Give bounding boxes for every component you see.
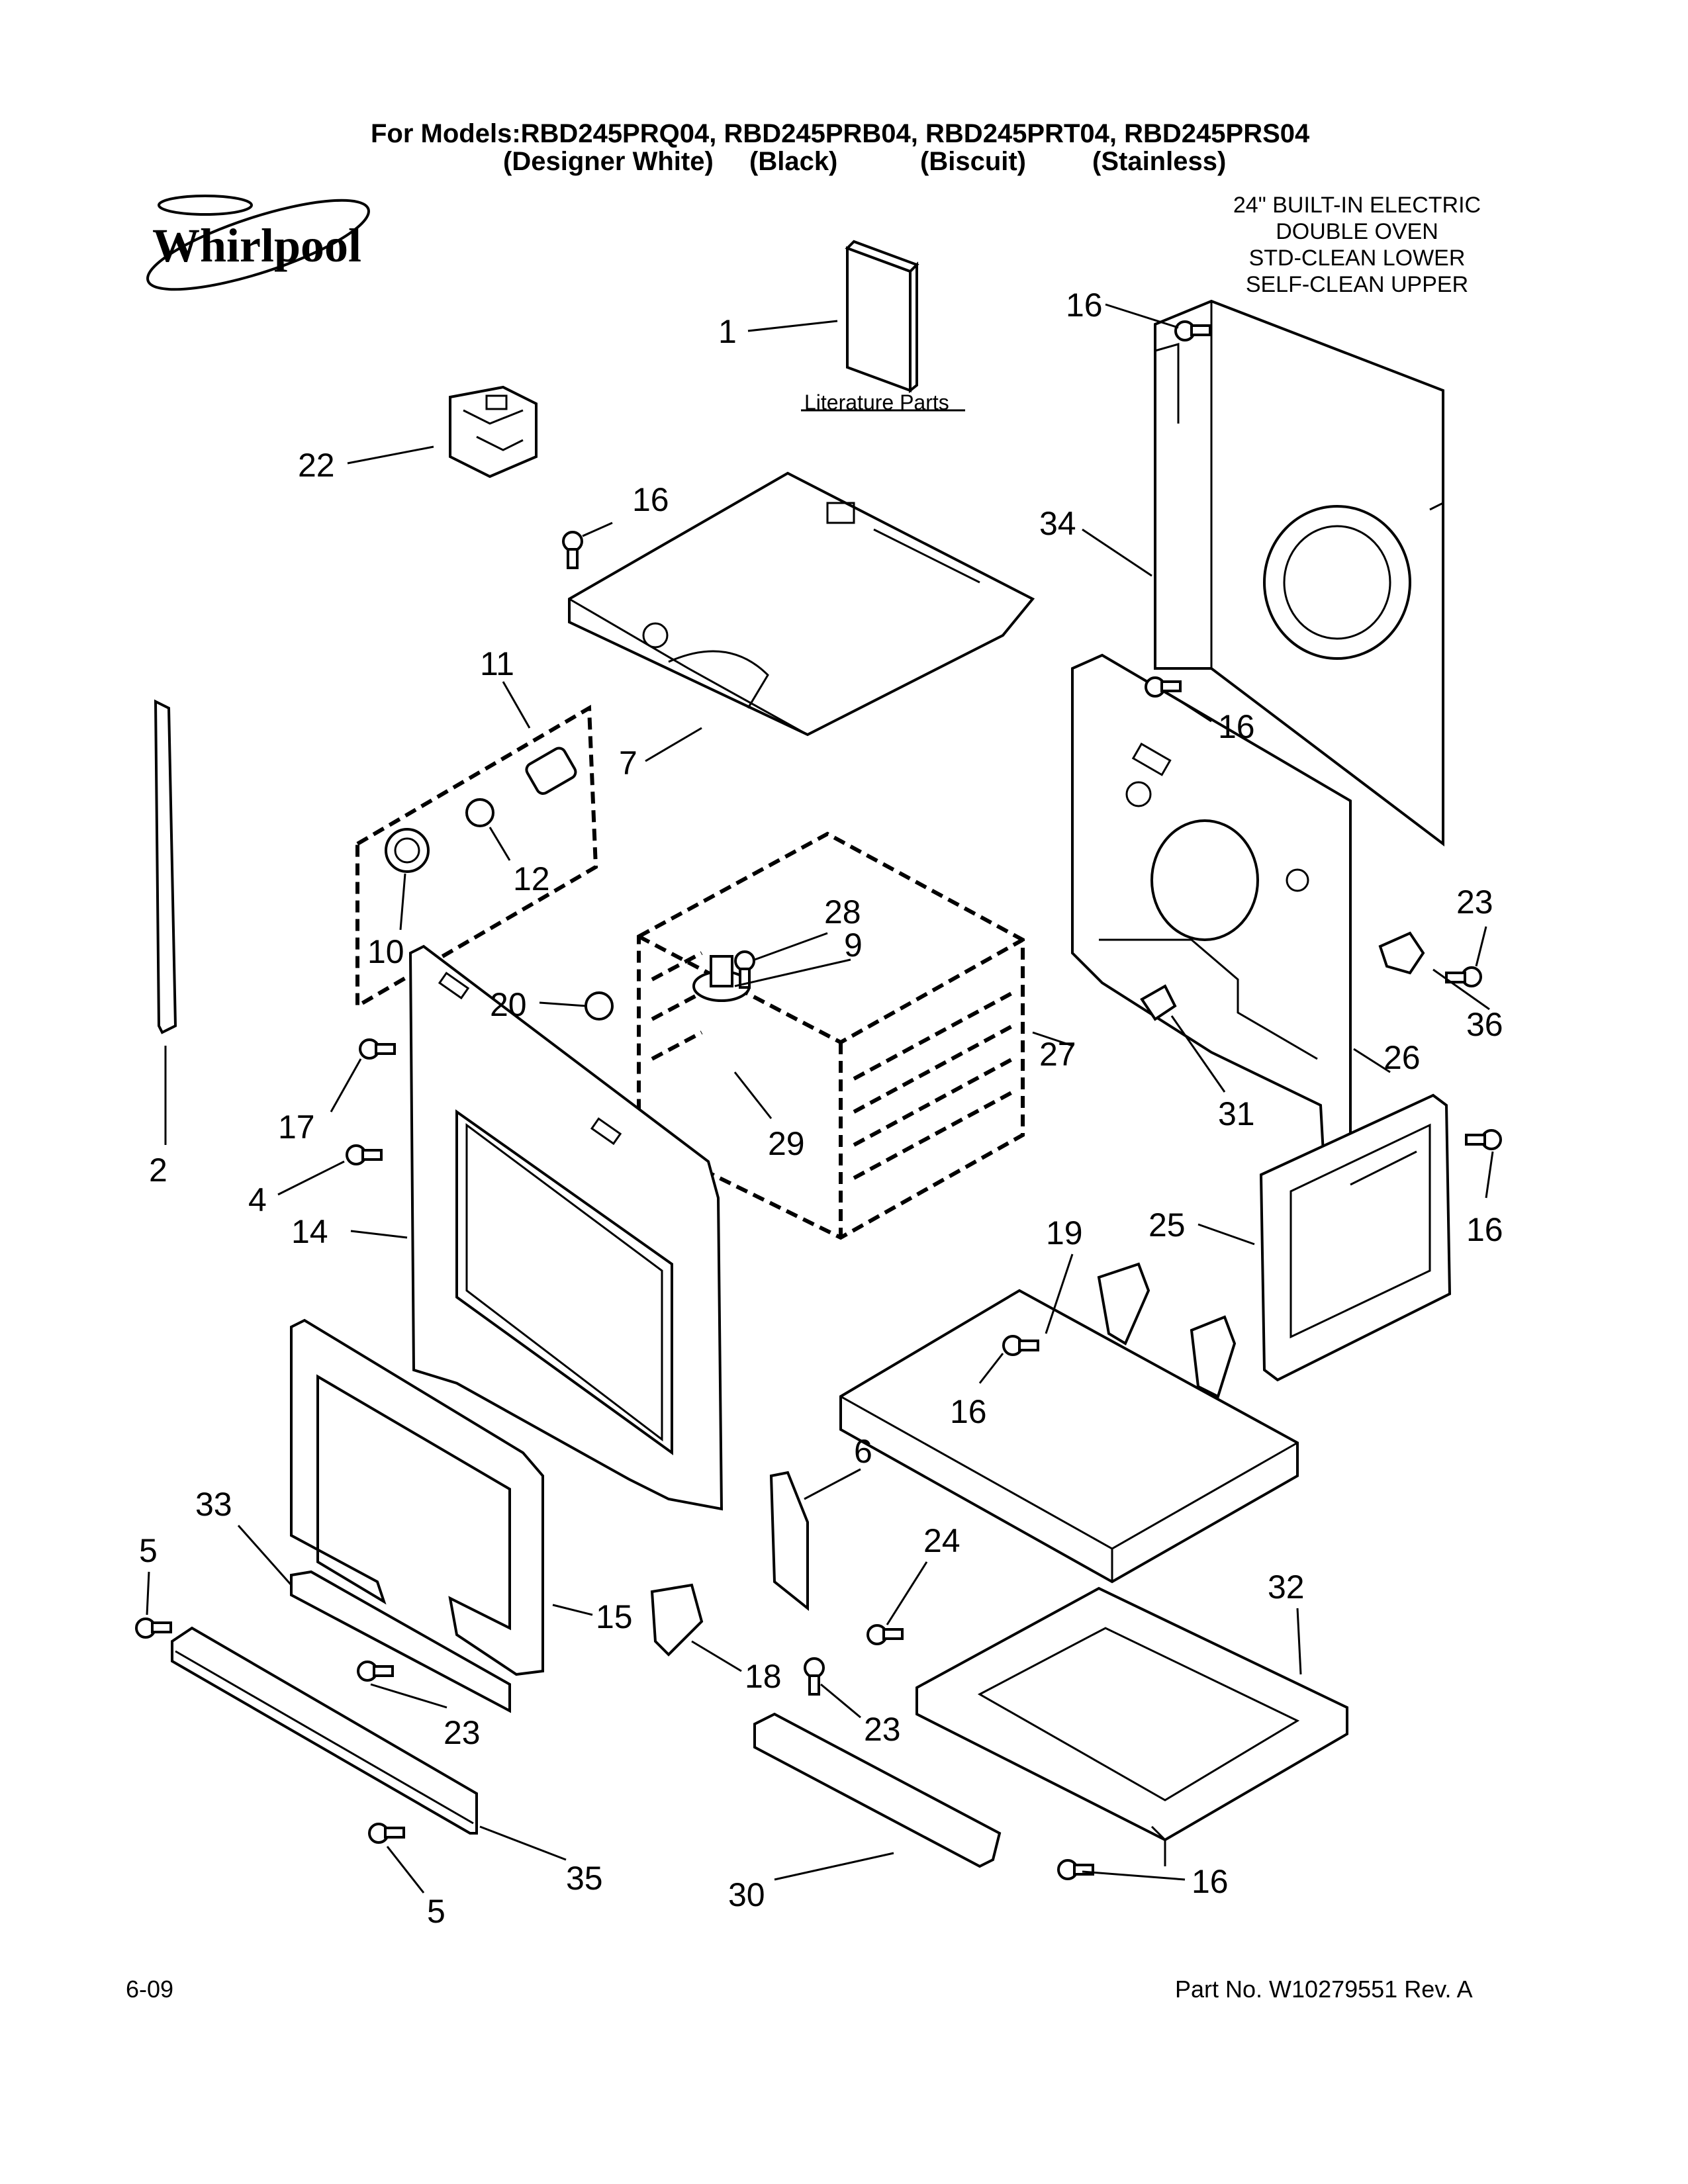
side-panel-part-25	[1259, 1093, 1452, 1382]
callout-label: 19	[1046, 1214, 1083, 1251]
callout-label: 16	[950, 1393, 987, 1430]
callout-label: 7	[619, 745, 637, 782]
logo-wordmark: Whirlpool	[152, 219, 362, 272]
bracket-part-6	[769, 1471, 809, 1612]
literature-parts-label: Literature Parts	[804, 390, 949, 414]
product-info: 24" BUILT-IN ELECTRIC DOUBLE OVEN STD-CL…	[1211, 192, 1503, 298]
top-panel-part-7	[568, 471, 1035, 737]
screw-icon	[135, 1617, 172, 1639]
callout-label: 28	[824, 893, 861, 931]
oven-cavity-part-27	[637, 831, 1025, 1240]
callout-label: 24	[923, 1522, 961, 1559]
leader-lines	[146, 303, 1494, 1893]
callout-label: 32	[1268, 1569, 1305, 1606]
knob-part-12	[465, 798, 494, 827]
screw-icon	[562, 531, 583, 569]
callout-label: 36	[1466, 1006, 1503, 1043]
callout-label: 16	[1218, 708, 1255, 745]
callout-label: 20	[490, 986, 527, 1023]
callout-label: 16	[1192, 1863, 1229, 1900]
bottom-tray-part-32	[915, 1586, 1348, 1866]
color-biscuit: (Biscuit)	[920, 147, 1026, 176]
screw-icon	[368, 1823, 405, 1844]
callout-label: 4	[248, 1181, 267, 1218]
callout-label: 18	[745, 1658, 782, 1695]
screw-icon	[1174, 320, 1211, 341]
color-stainless: (Stainless)	[1092, 147, 1227, 176]
screw-icon	[867, 1624, 904, 1645]
gasket-strip-part-2	[154, 699, 177, 1034]
rear-liner-part-26	[1071, 653, 1352, 1167]
product-info-line: 24" BUILT-IN ELECTRIC	[1233, 193, 1481, 218]
color-black: (Black)	[749, 147, 838, 176]
callout-label: 23	[1456, 884, 1493, 921]
plug-part-20	[585, 991, 614, 1021]
screw-icon	[1145, 676, 1182, 698]
callout-label: 27	[1039, 1036, 1076, 1073]
callout-label: 6	[854, 1433, 872, 1470]
bracket-part-36	[1378, 931, 1425, 975]
callout-label: 5	[139, 1532, 158, 1569]
logo-swoosh-icon	[146, 195, 370, 291]
callout-label: 35	[566, 1860, 603, 1897]
product-info-line: STD-CLEAN LOWER	[1248, 246, 1466, 271]
product-info-line: DOUBLE OVEN	[1276, 219, 1438, 244]
revision-date: 6-09	[126, 1976, 174, 2003]
callout-numbers: 1 16 22 16 34 11 7 16 12 10 28 9 23 36 2…	[139, 287, 1503, 1930]
callout-label: 23	[864, 1711, 901, 1748]
callout-label: 10	[367, 933, 404, 970]
color-designer-white: (Designer White)	[503, 147, 714, 176]
shelf-part-19	[839, 1262, 1299, 1584]
literature-booklet	[845, 240, 919, 394]
screw-icon	[1465, 1129, 1502, 1150]
callout-label: 29	[768, 1125, 805, 1162]
screw-icon	[804, 1657, 825, 1696]
switch-part-11	[525, 747, 577, 795]
rail-part-35	[171, 1626, 478, 1835]
callout-label: 33	[195, 1486, 232, 1523]
screw-icon	[359, 1038, 396, 1060]
product-info-line: SELF-CLEAN UPPER	[1245, 272, 1469, 297]
callout-label: 25	[1149, 1206, 1186, 1244]
callout-label: 23	[444, 1714, 481, 1751]
callout-label: 1	[718, 313, 737, 350]
bracket-part-22	[449, 385, 538, 478]
part-number: Part No. W10279551 Rev. A	[1175, 1976, 1473, 2003]
rear-panel-part-34	[1154, 299, 1444, 847]
light-part-10	[385, 828, 430, 873]
callout-label: 2	[149, 1152, 167, 1189]
callout-label: 5	[427, 1893, 445, 1930]
callout-label: 12	[513, 860, 550, 897]
callout-label: 34	[1039, 505, 1076, 542]
front-frame-part-14	[408, 944, 724, 1511]
callout-label: 16	[1066, 287, 1103, 324]
kick-plate-part-30	[753, 1712, 1002, 1868]
callout-label: 14	[291, 1213, 328, 1250]
screw-icon	[1057, 1859, 1094, 1880]
callout-label: 17	[278, 1109, 315, 1146]
callout-label: 16	[632, 481, 669, 518]
screw-icon	[1445, 966, 1482, 987]
bracket-part-18	[650, 1583, 704, 1657]
callout-label: 11	[480, 645, 514, 682]
gasket-part-15	[290, 1318, 544, 1676]
callout-label: 31	[1218, 1095, 1255, 1132]
screw-icon	[1002, 1335, 1039, 1356]
vent-bar-part-33	[290, 1570, 511, 1713]
models-line: For Models:RBD245PRQ04, RBD245PRB04, RBD…	[371, 119, 1310, 148]
screw-icon	[357, 1661, 394, 1682]
callout-label: 26	[1383, 1039, 1421, 1076]
switch-group-outline	[355, 704, 598, 1010]
callout-label: 15	[596, 1598, 633, 1635]
element-part-9	[692, 955, 751, 1002]
screw-icon	[346, 1144, 383, 1165]
callout-label: 30	[728, 1876, 765, 1913]
whirlpool-logo: Whirlpool	[132, 179, 384, 311]
callout-label: 9	[844, 927, 863, 964]
callout-label: 22	[298, 447, 335, 484]
callout-label: 16	[1466, 1211, 1503, 1248]
hinge-part-31	[1140, 984, 1177, 1021]
